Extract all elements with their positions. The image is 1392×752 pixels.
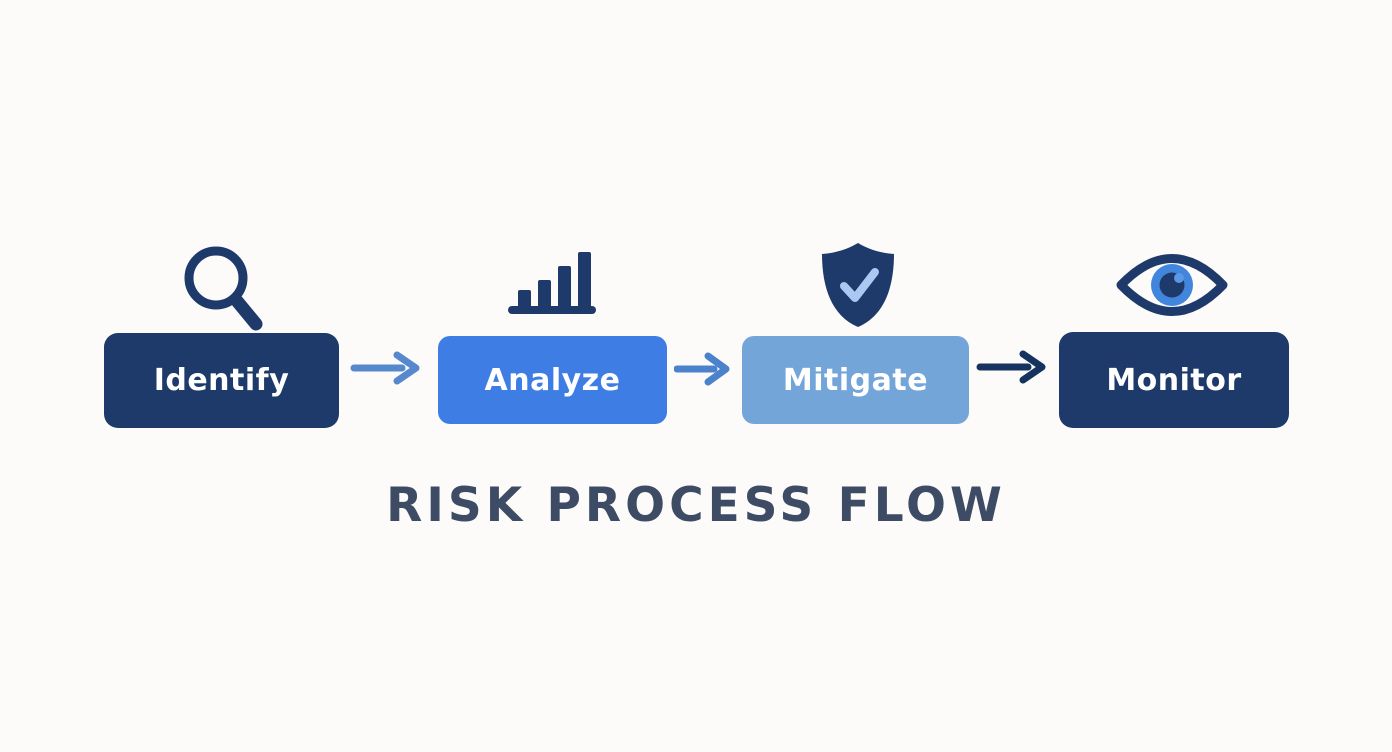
step-box-identify: Identify: [104, 333, 339, 428]
diagram-title: RISK PROCESS FLOW: [386, 478, 1006, 533]
step-box-analyze: Analyze: [438, 336, 667, 424]
bar-chart-icon: [508, 252, 596, 314]
arrow-icon: [350, 349, 424, 387]
arrow-icon: [976, 348, 1050, 386]
step-label-monitor: Monitor: [1106, 362, 1242, 398]
step-box-monitor: Monitor: [1059, 332, 1289, 428]
step-label-analyze: Analyze: [484, 362, 621, 398]
arrow-icon: [674, 350, 734, 388]
step-label-mitigate: Mitigate: [782, 362, 929, 398]
step-label-identify: Identify: [153, 363, 290, 398]
step-box-mitigate: Mitigate: [742, 336, 969, 424]
shield-check-icon: [818, 240, 898, 330]
eye-icon: [1116, 250, 1228, 320]
magnifier-icon: [182, 244, 266, 332]
